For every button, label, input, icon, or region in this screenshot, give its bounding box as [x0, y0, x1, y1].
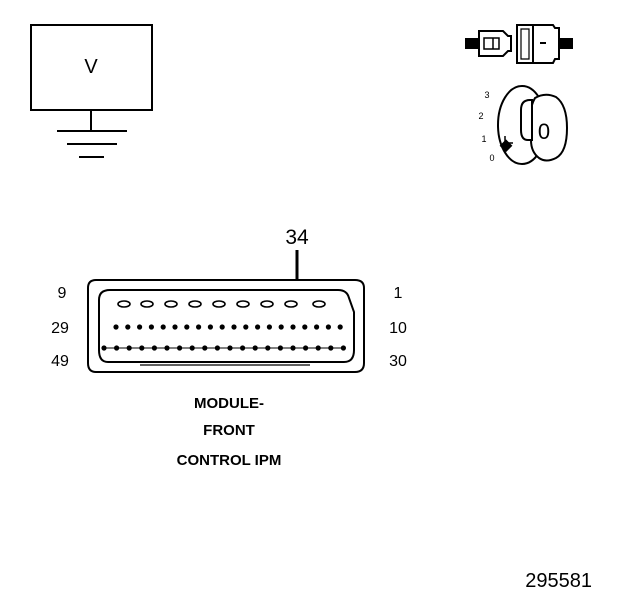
pin-cavity: [255, 324, 261, 330]
pin-cavity: [240, 345, 246, 351]
pin-cavity: [227, 345, 233, 351]
pin-cavity: [207, 324, 213, 330]
pin-cavity: [340, 345, 346, 351]
pin-cavity: [265, 345, 271, 351]
pin-cavity: [117, 300, 131, 308]
pin-cavity: [196, 324, 202, 330]
pin-cavity: [302, 324, 308, 330]
ignition-key-label: 0: [538, 119, 550, 144]
pin-cavity: [126, 345, 132, 351]
pin-cavity: [243, 324, 249, 330]
pin-cavity: [101, 345, 107, 351]
ignition-switch-icon: 0 3 2 1 0: [478, 85, 569, 165]
pin-cavity: [315, 345, 321, 351]
row-label-left-middle: 29: [51, 320, 69, 337]
voltmeter: V: [30, 24, 153, 158]
module-connector: [87, 279, 365, 373]
pin-cavity: [140, 300, 154, 308]
pin-cavity: [164, 345, 170, 351]
pin-cavity: [303, 345, 309, 351]
pin-cavity: [314, 324, 320, 330]
pin-cavity: [278, 324, 284, 330]
pin-cavity: [325, 324, 331, 330]
ignition-position-label: 0: [489, 153, 494, 163]
pin-cavity: [214, 345, 220, 351]
ignition-pointer: [499, 139, 513, 153]
pin-cavity: [290, 345, 296, 351]
pin-cavity: [252, 345, 258, 351]
pin-cavity: [277, 345, 283, 351]
figure-id: 295581: [525, 570, 592, 592]
pin-cavity: [212, 300, 226, 308]
pin-cavity: [172, 324, 178, 330]
ground-icon: [57, 130, 127, 158]
connector-title-line: FRONT: [203, 422, 255, 439]
ignition-position-label: 2: [478, 111, 483, 121]
pin-cavity: [177, 345, 183, 351]
pin-cavity: [328, 345, 334, 351]
pin-cavity: [189, 345, 195, 351]
pin-cavity: [266, 324, 272, 330]
pin-cavity: [148, 324, 154, 330]
ignition-position-label: 3: [484, 90, 489, 100]
pin-cavity: [219, 324, 225, 330]
pin-cavity: [337, 324, 343, 330]
voltmeter-symbol: V: [84, 56, 98, 78]
row-label-right-middle: 10: [389, 320, 407, 337]
connector-disconnect-icon: [465, 24, 573, 64]
pin-cavity: [236, 300, 250, 308]
connector-cavity: [98, 289, 355, 363]
pin-cavity: [260, 300, 274, 308]
pin-cavity: [139, 345, 145, 351]
voltmeter-box: [30, 24, 153, 111]
row-label-right-top: 1: [394, 285, 403, 302]
probe-pin-number: 34: [285, 226, 309, 249]
pin-cavity: [284, 300, 298, 308]
pin-cavity: [113, 324, 119, 330]
pin-row-bottom: [101, 345, 346, 351]
pin-cavity: [125, 324, 131, 330]
pin-cavity: [188, 300, 202, 308]
connector-title-line: MODULE-: [194, 395, 264, 412]
pin-cavity: [160, 324, 166, 330]
pin-cavity: [184, 324, 190, 330]
row-label-left-bottom: 49: [51, 353, 69, 370]
pin-row-middle: [113, 324, 343, 330]
pin-cavity: [231, 324, 237, 330]
row-label-left-top: 9: [58, 285, 67, 302]
connector-title-line: CONTROL IPM: [177, 452, 282, 469]
pin-cavity: [202, 345, 208, 351]
pin-row-top: [117, 300, 326, 308]
pin-cavity: [137, 324, 143, 330]
pin-cavity: [151, 345, 157, 351]
pin-cavity: [290, 324, 296, 330]
ignition-position-label: 1: [481, 134, 486, 144]
pin-cavity: [114, 345, 120, 351]
row-label-right-bottom: 30: [389, 353, 407, 370]
pin-cavity: [312, 300, 326, 308]
pin-cavity: [164, 300, 178, 308]
